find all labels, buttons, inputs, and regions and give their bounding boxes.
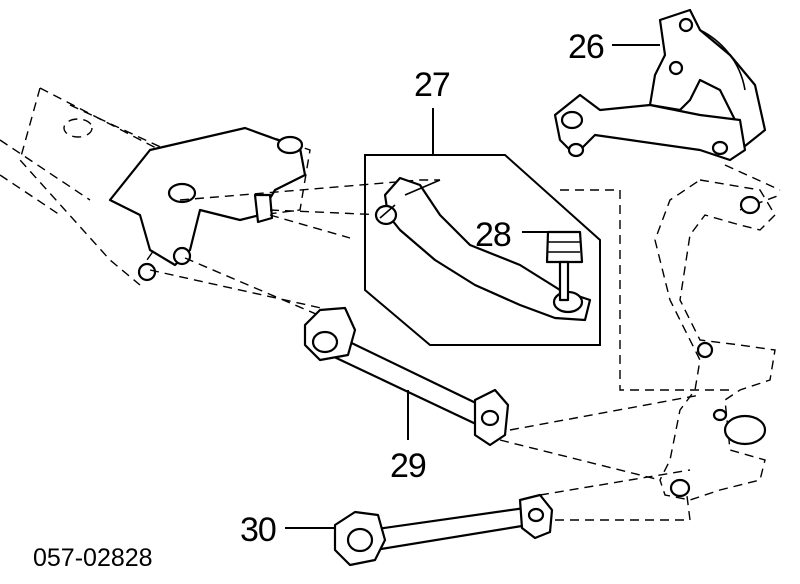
assembly-lines [149,164,781,521]
callout-26: 26 [568,28,604,66]
reference-code: 057-02828 [33,544,153,572]
rear-subframe [0,87,311,286]
callout-27: 27 [414,66,450,104]
callout-28: 28 [475,216,511,254]
lateral-link-29 [303,306,510,447]
rear-knuckle [654,179,776,501]
lateral-link-30 [333,493,554,567]
upper-control-arm [553,8,767,162]
part-27-box [364,154,601,346]
callout-30: 30 [240,511,276,549]
callout-29: 29 [390,447,426,485]
callout-leaders [285,44,660,529]
